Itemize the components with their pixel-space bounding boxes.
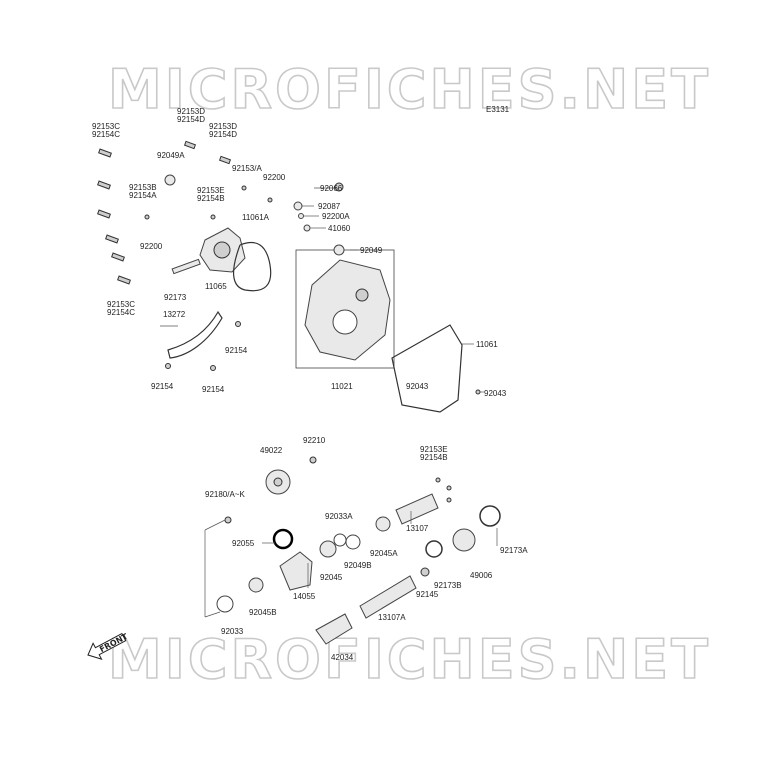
label: 92055 [232,539,255,548]
label: 92043 [484,389,507,398]
label: 92087 [318,202,341,211]
guide-13272 [167,310,223,359]
label: 92154D [209,130,237,139]
oring-92055 [272,528,294,550]
clamp-92173b [425,540,443,558]
label: 13272 [163,310,186,319]
label: 92154B [420,453,448,462]
label: 92173B [434,581,462,590]
leader-lines [160,187,498,618]
bolt-92154-c [210,365,216,371]
frame-11021 [295,249,395,369]
label: 92049B [344,561,372,570]
label: 11061A [242,213,270,222]
label: 92154A [129,191,157,200]
label: 11065 [205,282,227,291]
bolt-group-left [97,140,273,285]
label: 92154 [151,382,174,391]
oring-92087 [293,201,303,211]
bolt-92154-a [235,321,241,327]
label: 13107A [378,613,406,622]
oring-92200a [298,213,304,219]
nut-92210 [309,456,317,464]
housing-14055 [279,551,313,591]
pump-cover-11065 [199,227,246,273]
label: 92180/A~K [205,490,245,499]
label: 92154C [107,308,135,317]
plug-92066 [334,182,344,192]
circlip-92033 [216,595,234,613]
circlip-92049b [345,534,361,550]
part-number-labels: 92153C 92154C 92153D 92154D 92153D 92154… [92,107,528,662]
label: 92210 [303,436,326,445]
seal-92049a [164,174,176,186]
bolt-92153e [435,477,441,483]
label: 92153C [107,300,135,309]
gasket-11061 [391,324,463,413]
joint-shaft-13107a [359,575,417,619]
label: 92145 [416,590,439,599]
label: 49022 [260,446,283,455]
label: 92066 [320,184,343,193]
label: 13107 [406,524,429,533]
label: 92153B [129,183,157,192]
label: 92049 [360,246,383,255]
label: 92173A [500,546,528,555]
label: 92153D [209,122,237,131]
plate-92173 [171,258,201,275]
label: 92153D [177,107,205,116]
label: 92033 [221,627,244,636]
seal-92049 [333,244,345,256]
label: 92045A [370,549,398,558]
part-41060 [303,224,311,232]
universal-joint-42034 [315,613,353,645]
boot-49006 [452,528,476,552]
label: 92153E [197,186,225,195]
bearing-92045 [319,540,337,558]
label: 92153C [92,122,120,131]
label: 92043 [406,382,429,391]
label: 11021 [331,382,353,391]
pin-92043 [475,389,481,395]
part-92145 [420,567,430,577]
label: 92200A [322,212,350,221]
label: 92049A [157,151,185,160]
label: 92153/A [232,164,262,173]
label: 92154D [177,115,205,124]
watermark-bottom: MICROFICHES.NET [108,628,711,691]
label: 11061 [476,340,498,349]
bolt-92154-b [165,363,171,369]
label: 92200 [140,242,163,251]
clamp-92173a [479,505,501,527]
diagram-code: E3131 [486,105,510,114]
label: 92033A [325,512,353,521]
label: 92173 [164,293,187,302]
bearing-92045a [375,516,391,532]
label: 41060 [328,224,351,233]
label: 14055 [293,592,316,601]
label: 92154B [197,194,225,203]
shaft-13107 [395,493,439,525]
label: 92154 [202,385,225,394]
gasket-11061a [233,241,272,292]
circlip-92180 [224,516,232,524]
bearing-92045b [248,577,264,593]
circlip-92033a [333,533,347,547]
label: 92154 [225,346,248,355]
label: 49006 [470,571,493,580]
label: 92045 [320,573,343,582]
label: 92200 [263,173,286,182]
label: 92045B [249,608,277,617]
label: 92153E [420,445,448,454]
watermark-top: MICROFICHES.NET [108,58,711,121]
label: 42034 [331,653,354,662]
label: 92154C [92,130,120,139]
